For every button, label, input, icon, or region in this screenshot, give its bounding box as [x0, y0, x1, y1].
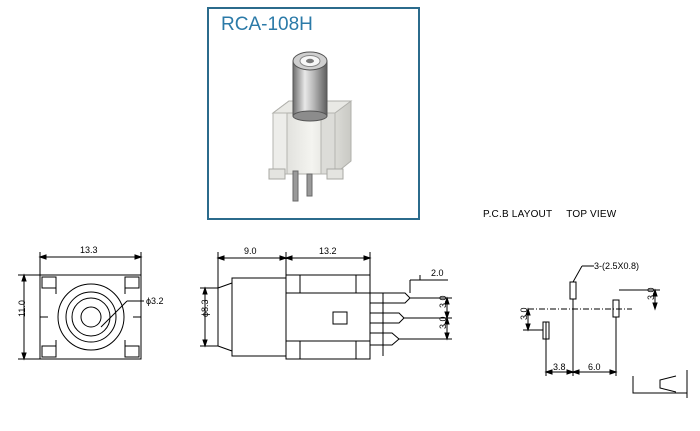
rca-jack-photo	[268, 51, 353, 202]
pcb-left-pitch-label: 3.0	[519, 307, 529, 320]
side-diameter-label: ϕ8.3	[200, 299, 210, 317]
pin-offset-label: 2.0	[431, 268, 444, 278]
model-title: RCA-108H	[221, 14, 313, 35]
front-width-label: 13.3	[80, 245, 98, 255]
side-length-a-label: 9.0	[244, 246, 257, 256]
pcb-dim-b-label: 6.0	[588, 362, 601, 372]
front-view	[18, 252, 144, 361]
side-length-b-label: 13.2	[319, 246, 337, 256]
front-height-label: 11.0	[17, 300, 27, 317]
pcb-dim-a-label: 3.8	[553, 362, 566, 372]
pcb-view	[523, 265, 688, 398]
product-photo-frame: RCA-108H	[207, 7, 420, 220]
pcb-hole-spec-label: 3-(2.5X0.8)	[594, 261, 639, 271]
side-view	[200, 252, 452, 360]
pcb-hole-1	[569, 281, 577, 300]
pcb-layout-heading: P.C.B LAYOUT TOP VIEW	[483, 209, 630, 220]
pcb-right-pitch-label: 3.0	[646, 287, 656, 300]
front-diameter-label: ϕ3.2	[146, 296, 164, 306]
pcb-layout-label: P.C.B LAYOUT	[483, 209, 553, 220]
pitch-lower-label: 3.0	[438, 316, 448, 329]
top-view-label: TOP VIEW	[566, 209, 617, 220]
pitch-upper-label: 3.0	[438, 295, 448, 308]
